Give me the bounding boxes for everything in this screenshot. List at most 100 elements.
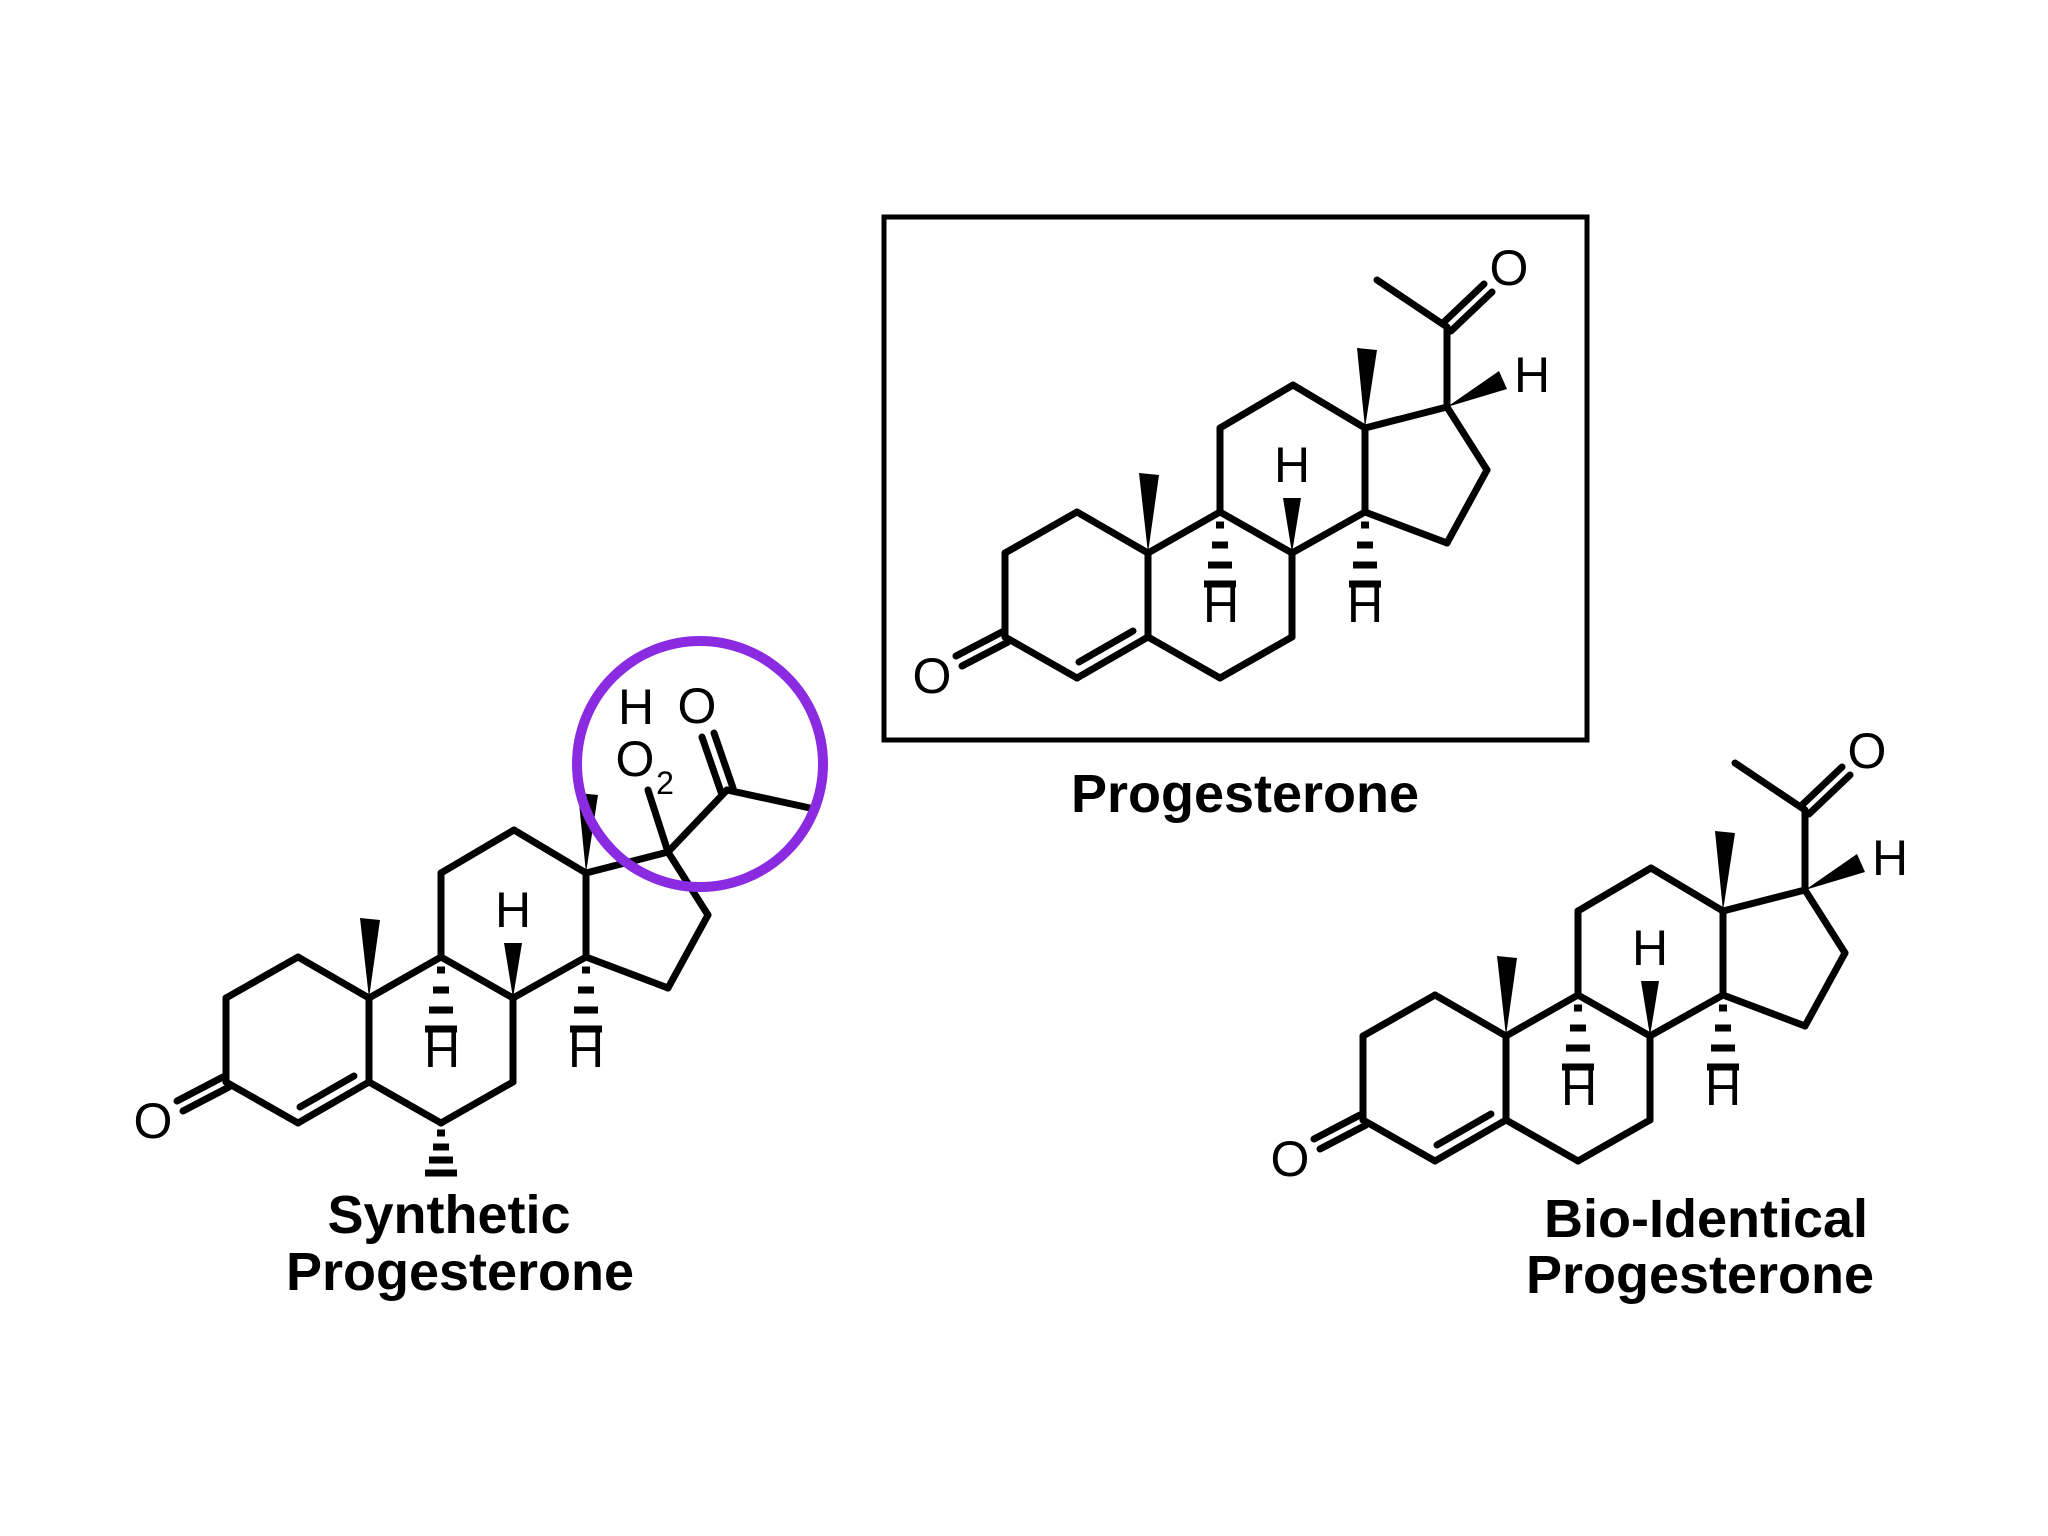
- bond: [1310, 1111, 1364, 1143]
- molecule-title: Progesterone: [1526, 1245, 1874, 1305]
- atom-label-H: H: [618, 679, 654, 735]
- wedge-bond: [1805, 854, 1865, 890]
- bond: [294, 953, 373, 1002]
- atom-label-H: H: [568, 1022, 604, 1078]
- atom-label-O: O: [134, 1093, 173, 1149]
- bond: [1805, 771, 1854, 818]
- bond: [1361, 403, 1451, 432]
- bond: [1801, 886, 1849, 957]
- atom-label-H: H: [1514, 347, 1550, 403]
- atom-label-H: H: [1274, 437, 1310, 493]
- bond: [509, 953, 590, 1002]
- bond: [1647, 864, 1727, 915]
- bond: [1216, 381, 1297, 432]
- wedge-bond: [1497, 956, 1517, 1036]
- bond: [437, 826, 518, 877]
- bond: [437, 1078, 517, 1127]
- bond: [664, 786, 731, 856]
- atom-label-H: H: [1561, 1060, 1597, 1116]
- bond: [1144, 633, 1224, 682]
- bond: [1431, 1116, 1510, 1165]
- bond: [1289, 381, 1369, 432]
- bond: [1801, 949, 1849, 1030]
- molecule-title: Progesterone: [286, 1242, 634, 1302]
- atom-label-H: H: [1632, 920, 1668, 976]
- atom-label-H: H: [1705, 1060, 1741, 1116]
- wedge-bond: [1641, 981, 1659, 1036]
- bond: [1443, 403, 1491, 474]
- bond: [365, 953, 445, 1002]
- bond: [1646, 991, 1727, 1040]
- bond: [173, 1073, 227, 1105]
- atom-label-O: O: [1490, 240, 1529, 296]
- structure-box: [881, 214, 1590, 743]
- bond: [1439, 280, 1488, 327]
- atom-label-O: O: [913, 648, 952, 704]
- bond: [1316, 1121, 1370, 1153]
- atom-label-H: H: [1872, 830, 1908, 886]
- molecule-title: Progesterone: [1071, 764, 1419, 824]
- atom-label-H: H: [495, 882, 531, 938]
- bond: [664, 911, 712, 992]
- bond: [1073, 633, 1152, 682]
- bond: [1719, 886, 1809, 915]
- bond: [1447, 288, 1496, 335]
- bond: [1574, 991, 1654, 1040]
- bond: [1431, 991, 1510, 1040]
- bond: [1373, 276, 1451, 331]
- wedge-bond: [360, 918, 380, 998]
- bond: [1797, 763, 1846, 810]
- wedge-bond: [1447, 371, 1507, 407]
- bond: [1075, 627, 1137, 666]
- bond: [179, 1083, 233, 1115]
- bond: [296, 1072, 358, 1111]
- bond: [1433, 1110, 1495, 1149]
- bond: [510, 826, 590, 877]
- bond: [958, 638, 1012, 670]
- atom-label-2: 2: [656, 765, 674, 801]
- highlight-circle: [572, 636, 828, 892]
- bond: [437, 953, 517, 1002]
- wedge-bond: [1283, 498, 1301, 553]
- atom-label-H: H: [424, 1022, 460, 1078]
- wedge-bond: [1139, 473, 1159, 553]
- bond: [1073, 508, 1152, 557]
- molecule-title: Bio-Identical: [1544, 1189, 1868, 1249]
- bond: [222, 1078, 302, 1127]
- bond: [1216, 508, 1296, 557]
- bond: [1731, 759, 1809, 814]
- atom-label-O: O: [1848, 723, 1887, 779]
- atom-label-H: H: [1347, 577, 1383, 633]
- wedge-bond: [1715, 831, 1735, 911]
- bond: [1359, 991, 1439, 1040]
- bond: [1144, 508, 1224, 557]
- wedge-bond: [504, 943, 522, 998]
- bond: [365, 1078, 445, 1127]
- bond: [1361, 508, 1451, 547]
- atom-label-H: H: [1203, 577, 1239, 633]
- bond: [723, 786, 814, 812]
- bond: [1001, 633, 1081, 682]
- bond: [294, 1078, 373, 1127]
- bond: [1574, 864, 1655, 915]
- bond: [1574, 1116, 1654, 1165]
- atom-label-O: O: [616, 731, 655, 787]
- bond: [952, 628, 1006, 660]
- bond: [1216, 633, 1296, 682]
- bond: [1502, 991, 1582, 1040]
- atom-label-O: O: [1271, 1131, 1310, 1187]
- bond: [1719, 991, 1809, 1030]
- bond: [1443, 466, 1491, 547]
- wedge-bond: [1357, 348, 1377, 428]
- molecule-title: Synthetic: [327, 1185, 570, 1245]
- atom-label-O: O: [678, 678, 717, 734]
- bond: [1502, 1116, 1582, 1165]
- bond: [222, 953, 302, 1002]
- bond: [710, 729, 737, 792]
- bond: [644, 786, 672, 856]
- bond: [698, 733, 725, 796]
